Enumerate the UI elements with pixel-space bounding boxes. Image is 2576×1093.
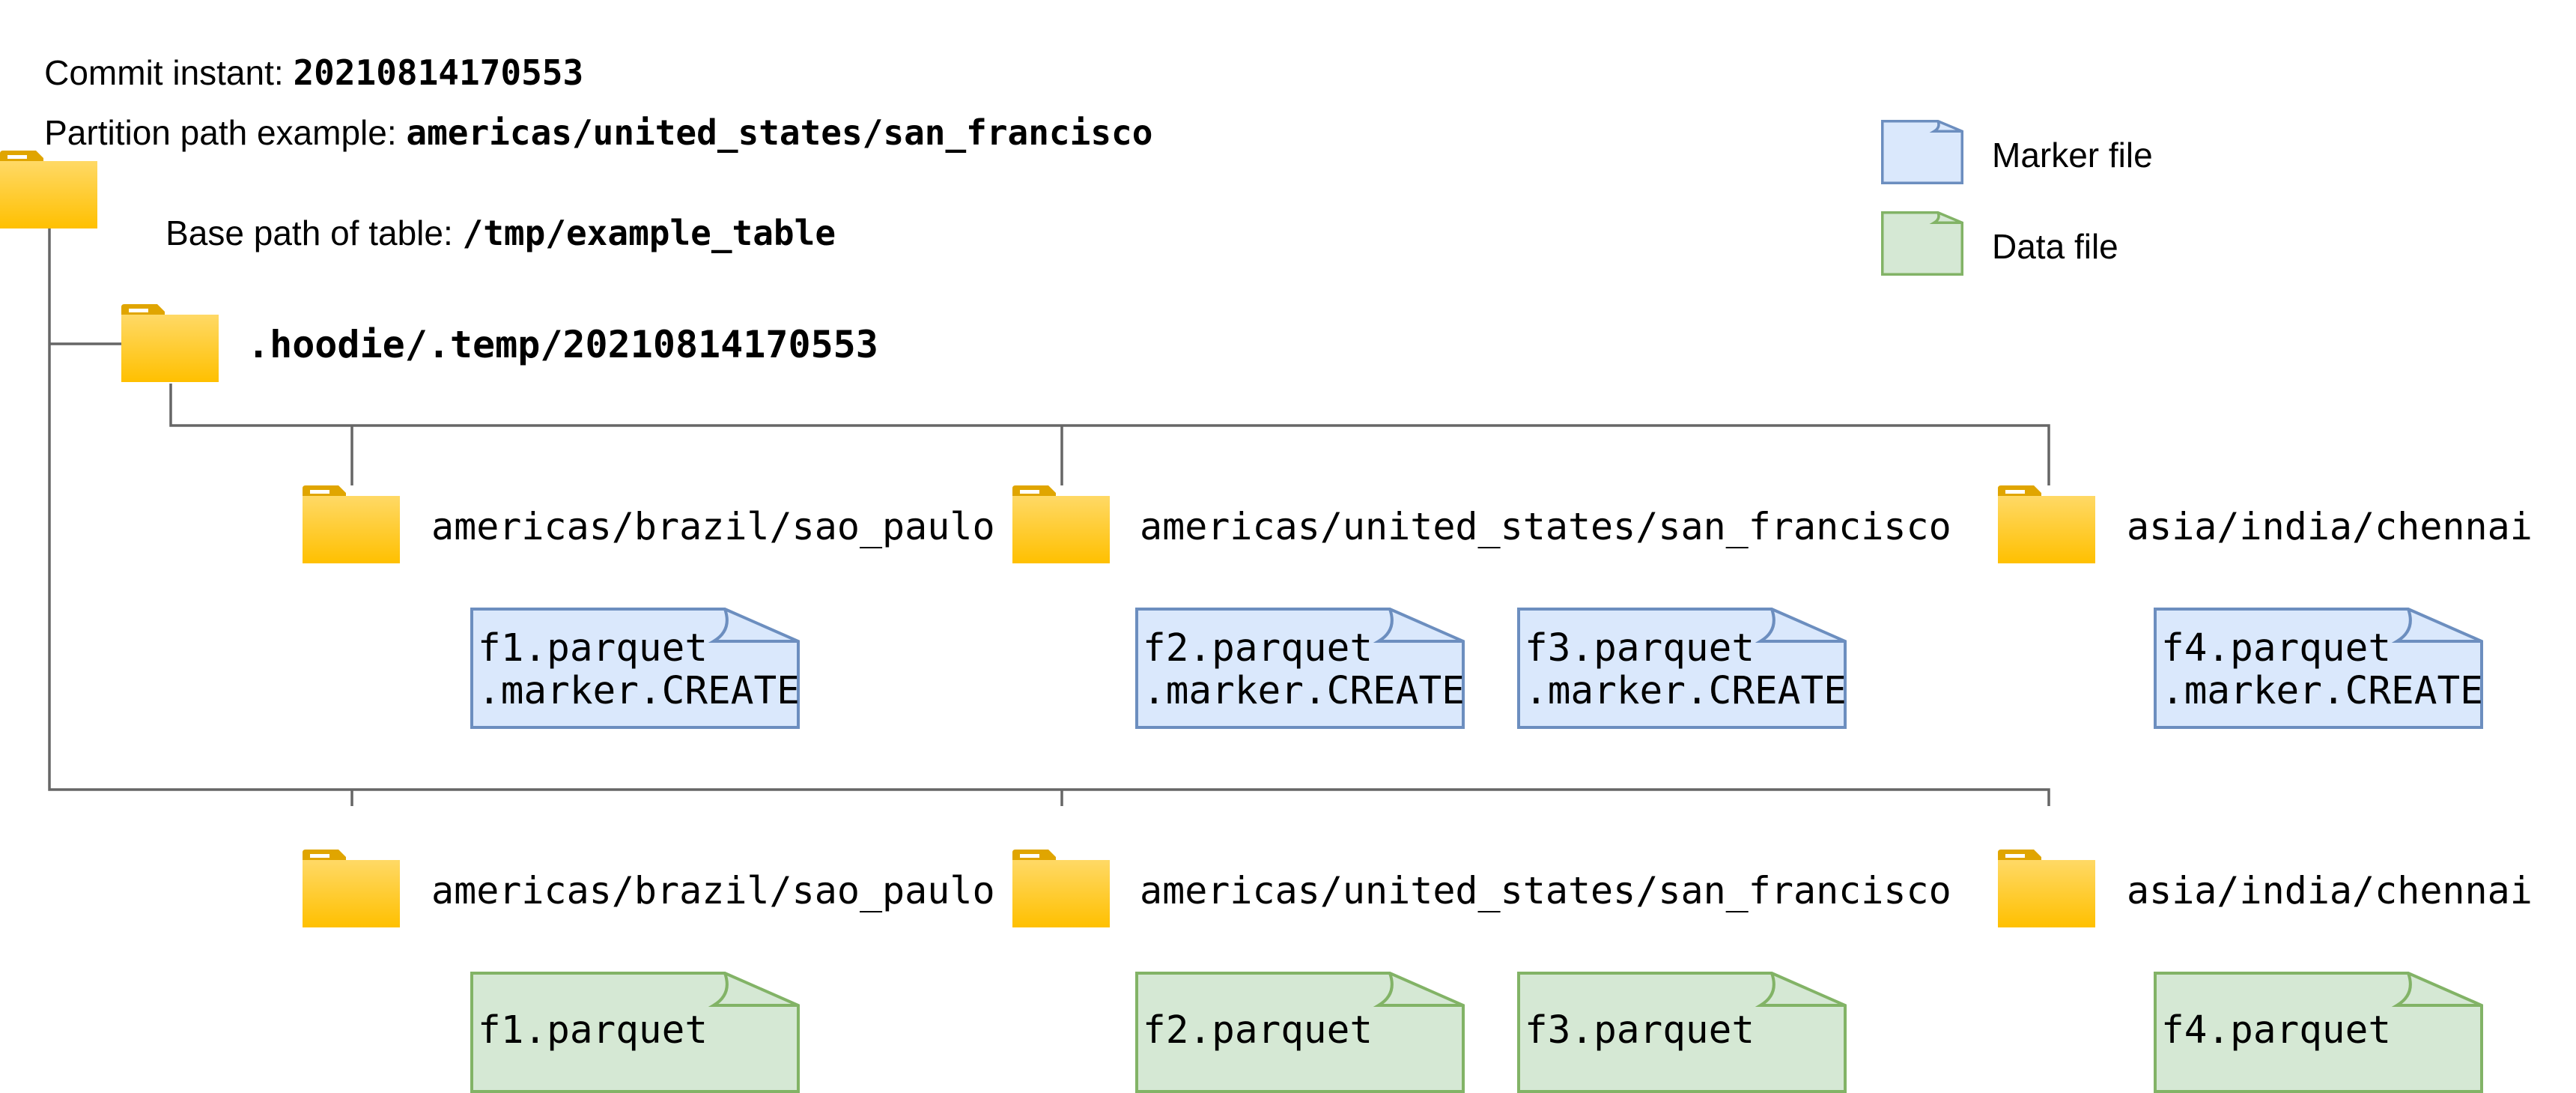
data-partition-folder-icon xyxy=(1012,850,1110,927)
marker-file-name: f1.parquet xyxy=(478,626,708,670)
data-file-note: f4.parquet xyxy=(2154,972,2483,1093)
partition-path-line: Partition path example: americas/united_… xyxy=(6,72,1152,193)
data-partition-label: americas/united_states/san_francisco xyxy=(1140,869,1951,912)
marker-partition-folder-icon xyxy=(1012,485,1110,563)
data-partition-folder-icon xyxy=(303,850,400,927)
marker-file-note: f3.parquet .marker.CREATE xyxy=(1517,608,1847,729)
legend-data-swatch xyxy=(1881,211,1963,276)
connector-base-trunk xyxy=(48,228,2050,806)
base-folder-icon xyxy=(0,151,97,228)
legend-data-label: Data file xyxy=(1992,227,2118,266)
legend-marker-label: Marker file xyxy=(1992,136,2153,175)
partition-path-value: americas/united_states/san_francisco xyxy=(406,112,1153,153)
marker-file-note: f4.parquet .marker.CREATE xyxy=(2154,608,2483,729)
marker-file-suffix: .marker.CREATE xyxy=(2161,669,2483,713)
connector-temp-trunk xyxy=(169,384,2050,485)
data-file-note: f3.parquet xyxy=(1517,972,1847,1093)
marker-partition-folder-icon xyxy=(303,485,400,563)
data-partition-label: asia/india/chennai xyxy=(2127,869,2533,912)
marker-partition-label: asia/india/chennai xyxy=(2127,505,2533,548)
commit-instant-label: Commit instant: xyxy=(44,53,294,92)
data-partition-folder-icon xyxy=(1998,850,2095,927)
marker-file-suffix: .marker.CREATE xyxy=(1143,669,1465,713)
base-path-value: /tmp/example_table xyxy=(462,213,836,253)
data-file-name: f2.parquet xyxy=(1143,1008,1373,1053)
marker-file-name: f3.parquet xyxy=(1525,626,1755,670)
data-file-name: f1.parquet xyxy=(478,1008,708,1053)
partition-path-label: Partition path example: xyxy=(44,113,407,152)
marker-partition-label: americas/united_states/san_francisco xyxy=(1140,505,1951,548)
temp-folder-icon xyxy=(121,304,219,382)
marker-file-suffix: .marker.CREATE xyxy=(478,669,800,713)
marker-file-note: f2.parquet .marker.CREATE xyxy=(1135,608,1465,729)
legend-marker-swatch xyxy=(1881,120,1963,184)
base-path-line: Base path of table: /tmp/example_table xyxy=(127,172,836,294)
commit-instant-line: Commit instant: 20210814170553 xyxy=(6,12,583,133)
commit-instant-value: 20210814170553 xyxy=(293,52,584,93)
marker-file-suffix: .marker.CREATE xyxy=(1525,669,1847,713)
temp-folder-label: .hoodie/.temp/20210814170553 xyxy=(247,323,878,366)
marker-file-name: f2.parquet xyxy=(1143,626,1373,670)
marker-file-name: f4.parquet xyxy=(2161,626,2392,670)
marker-partition-label: americas/brazil/sao_paulo xyxy=(431,505,995,548)
marker-partition-folder-icon xyxy=(1998,485,2095,563)
data-file-name: f4.parquet xyxy=(2161,1008,2392,1053)
base-path-label: Base path of table: xyxy=(165,214,463,252)
data-file-note: f2.parquet xyxy=(1135,972,1465,1093)
data-file-name: f3.parquet xyxy=(1525,1008,1755,1053)
data-partition-label: americas/brazil/sao_paulo xyxy=(431,869,995,912)
data-file-note: f1.parquet xyxy=(470,972,800,1093)
marker-file-note: f1.parquet .marker.CREATE xyxy=(470,608,800,729)
